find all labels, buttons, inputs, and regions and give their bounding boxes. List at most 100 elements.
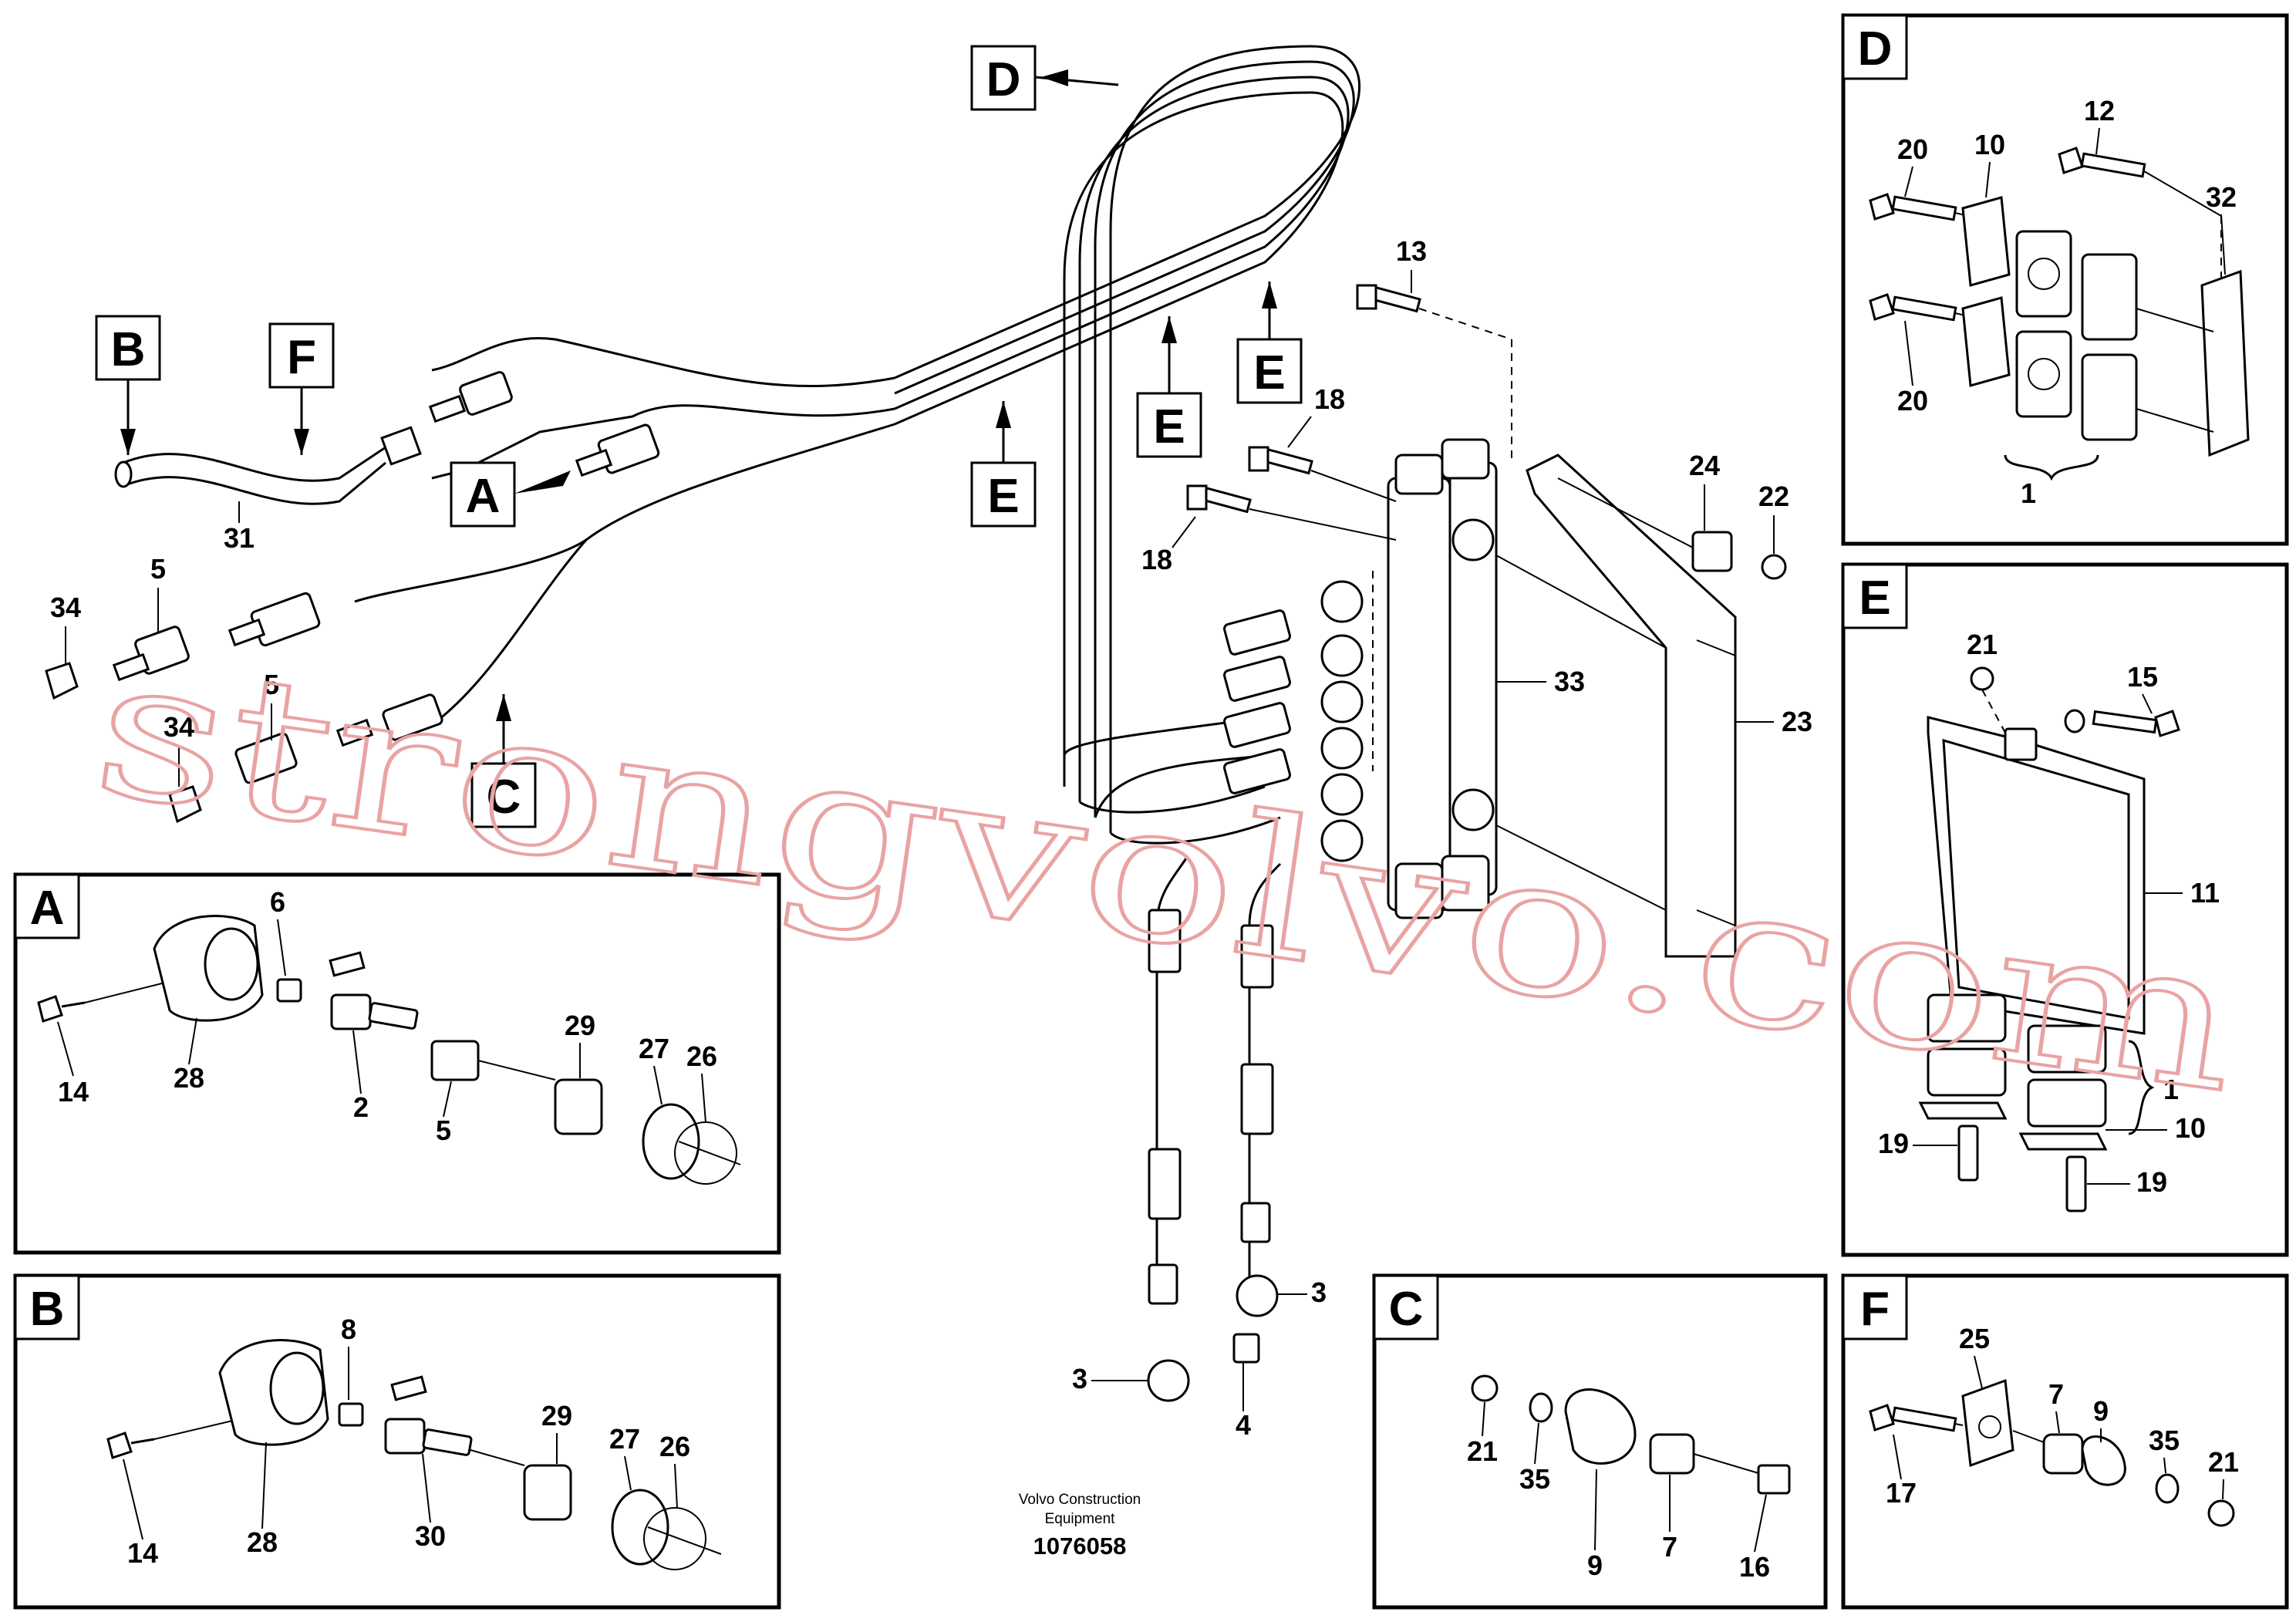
panel-B: B 8 14 28 30 29 27 26	[13, 1273, 781, 1610]
letter-E-callout-1: E	[970, 401, 1037, 528]
svg-text:5: 5	[436, 1114, 451, 1146]
svg-text:20: 20	[1897, 133, 1928, 165]
svg-text:Equipment: Equipment	[1045, 1511, 1116, 1527]
svg-text:34: 34	[50, 592, 81, 623]
svg-text:29: 29	[541, 1400, 572, 1431]
svg-text:C: C	[487, 771, 521, 824]
svg-text:29: 29	[565, 1010, 595, 1041]
svg-text:25: 25	[1959, 1323, 1990, 1354]
svg-text:E: E	[1153, 400, 1185, 454]
svg-text:10: 10	[2175, 1112, 2206, 1144]
svg-text:A: A	[30, 882, 65, 935]
hose-bundle	[894, 45, 1360, 845]
svg-text:35: 35	[2149, 1425, 2180, 1456]
svg-text:12: 12	[2084, 95, 2115, 126]
svg-text:Volvo Construction: Volvo Construction	[1019, 1492, 1141, 1508]
watermark: strongvolvo.com	[83, 613, 2252, 1136]
bolts	[1186, 284, 1787, 580]
svg-text:F: F	[287, 331, 316, 384]
panel-D-labels: 20 10 12 32 20 1	[1897, 95, 2237, 509]
panel-B-labels: 8 14 28 30 29 27 26	[123, 1313, 690, 1569]
svg-text:32: 32	[2206, 181, 2237, 213]
svg-text:21: 21	[1467, 1435, 1498, 1467]
svg-text:F: F	[1860, 1283, 1890, 1336]
svg-text:14: 14	[127, 1537, 158, 1569]
panel-E-labels: 21 15 11 1 19 10 19	[1878, 629, 2220, 1198]
svg-text:7: 7	[2048, 1378, 2064, 1410]
svg-text:35: 35	[1519, 1463, 1550, 1495]
svg-text:22: 22	[1758, 481, 1789, 512]
letter-A-callout: A	[450, 461, 571, 528]
svg-text:9: 9	[2093, 1395, 2109, 1427]
svg-text:10: 10	[1974, 129, 2005, 160]
panel-C: C 21 35 9 7 16	[1372, 1273, 1828, 1610]
svg-text:8: 8	[341, 1313, 356, 1345]
main-part-numbers: 13 18 18 24 22 33 23 31 5 34 5 34 3 3 4	[50, 235, 1812, 1441]
caption: Volvo Construction Equipment 1076058	[1019, 1492, 1141, 1560]
svg-text:30: 30	[415, 1520, 446, 1552]
svg-text:17: 17	[1886, 1477, 1917, 1509]
svg-text:2: 2	[353, 1091, 369, 1123]
svg-text:28: 28	[174, 1062, 204, 1094]
svg-text:E: E	[1253, 346, 1285, 400]
svg-text:5: 5	[264, 669, 279, 700]
letter-D-callout: D	[970, 45, 1119, 111]
svg-text:E: E	[1859, 572, 1890, 625]
svg-text:21: 21	[1967, 629, 1998, 660]
svg-text:15: 15	[2127, 661, 2158, 693]
main-assembly	[45, 45, 1787, 1402]
svg-text:16: 16	[1739, 1551, 1770, 1583]
svg-text:7: 7	[1662, 1531, 1677, 1563]
svg-text:1: 1	[2163, 1074, 2179, 1105]
svg-text:B: B	[30, 1283, 65, 1336]
lower-hoses	[1147, 855, 1282, 1402]
svg-text:5: 5	[150, 553, 166, 585]
svg-text:26: 26	[659, 1431, 690, 1462]
svg-text:3: 3	[1072, 1363, 1087, 1394]
svg-text:3: 3	[1311, 1276, 1327, 1308]
letter-B-callout: B	[95, 315, 161, 455]
svg-text:20: 20	[1897, 385, 1928, 416]
svg-text:31: 31	[224, 522, 255, 554]
callout-letters: D B F A E E	[95, 45, 1303, 828]
svg-text:B: B	[111, 323, 146, 376]
svg-text:28: 28	[247, 1526, 278, 1558]
panel-A-labels: 6 14 28 2 5 29 27 26	[57, 886, 717, 1146]
letter-E-callout-3: E	[1236, 282, 1303, 404]
svg-text:D: D	[986, 53, 1021, 106]
panel-D: D 20 10 12	[1841, 13, 2289, 546]
letter-E-callout-2: E	[1136, 316, 1202, 458]
panel-F: F 25 7 9 35 21 17	[1841, 1273, 2289, 1610]
svg-text:9: 9	[1587, 1549, 1603, 1581]
svg-text:23: 23	[1782, 706, 1812, 737]
svg-text:27: 27	[639, 1033, 669, 1064]
svg-text:21: 21	[2208, 1446, 2239, 1478]
svg-text:24: 24	[1689, 450, 1720, 481]
svg-text:18: 18	[1141, 544, 1172, 575]
svg-text:E: E	[987, 470, 1019, 523]
svg-text:1: 1	[2021, 477, 2036, 509]
svg-text:33: 33	[1554, 666, 1585, 697]
panel-E: E 21 15 11 1 19 10 19	[1841, 562, 2289, 1257]
svg-text:4: 4	[1236, 1409, 1251, 1441]
svg-text:13: 13	[1396, 235, 1427, 267]
svg-text:11: 11	[2190, 877, 2220, 909]
svg-text:A: A	[466, 470, 501, 523]
svg-text:C: C	[1389, 1283, 1424, 1336]
svg-text:19: 19	[2136, 1166, 2167, 1198]
letter-F-callout: F	[268, 322, 335, 455]
svg-text:18: 18	[1314, 383, 1345, 415]
svg-text:26: 26	[686, 1040, 717, 1072]
bracket-plate	[1495, 454, 1737, 958]
svg-text:27: 27	[609, 1423, 640, 1455]
panel-F-labels: 25 7 9 35 21 17	[1886, 1323, 2239, 1509]
panel-C-labels: 21 35 9 7 16	[1467, 1401, 1770, 1583]
svg-text:14: 14	[58, 1076, 89, 1108]
svg-text:19: 19	[1878, 1128, 1909, 1159]
panel-A: A 6 14 28 2 5 29 27	[13, 872, 781, 1255]
left-hoses	[45, 337, 895, 824]
letter-C-callout: C	[470, 694, 537, 828]
svg-text:6: 6	[270, 886, 285, 918]
svg-text:1076058: 1076058	[1033, 1533, 1127, 1560]
